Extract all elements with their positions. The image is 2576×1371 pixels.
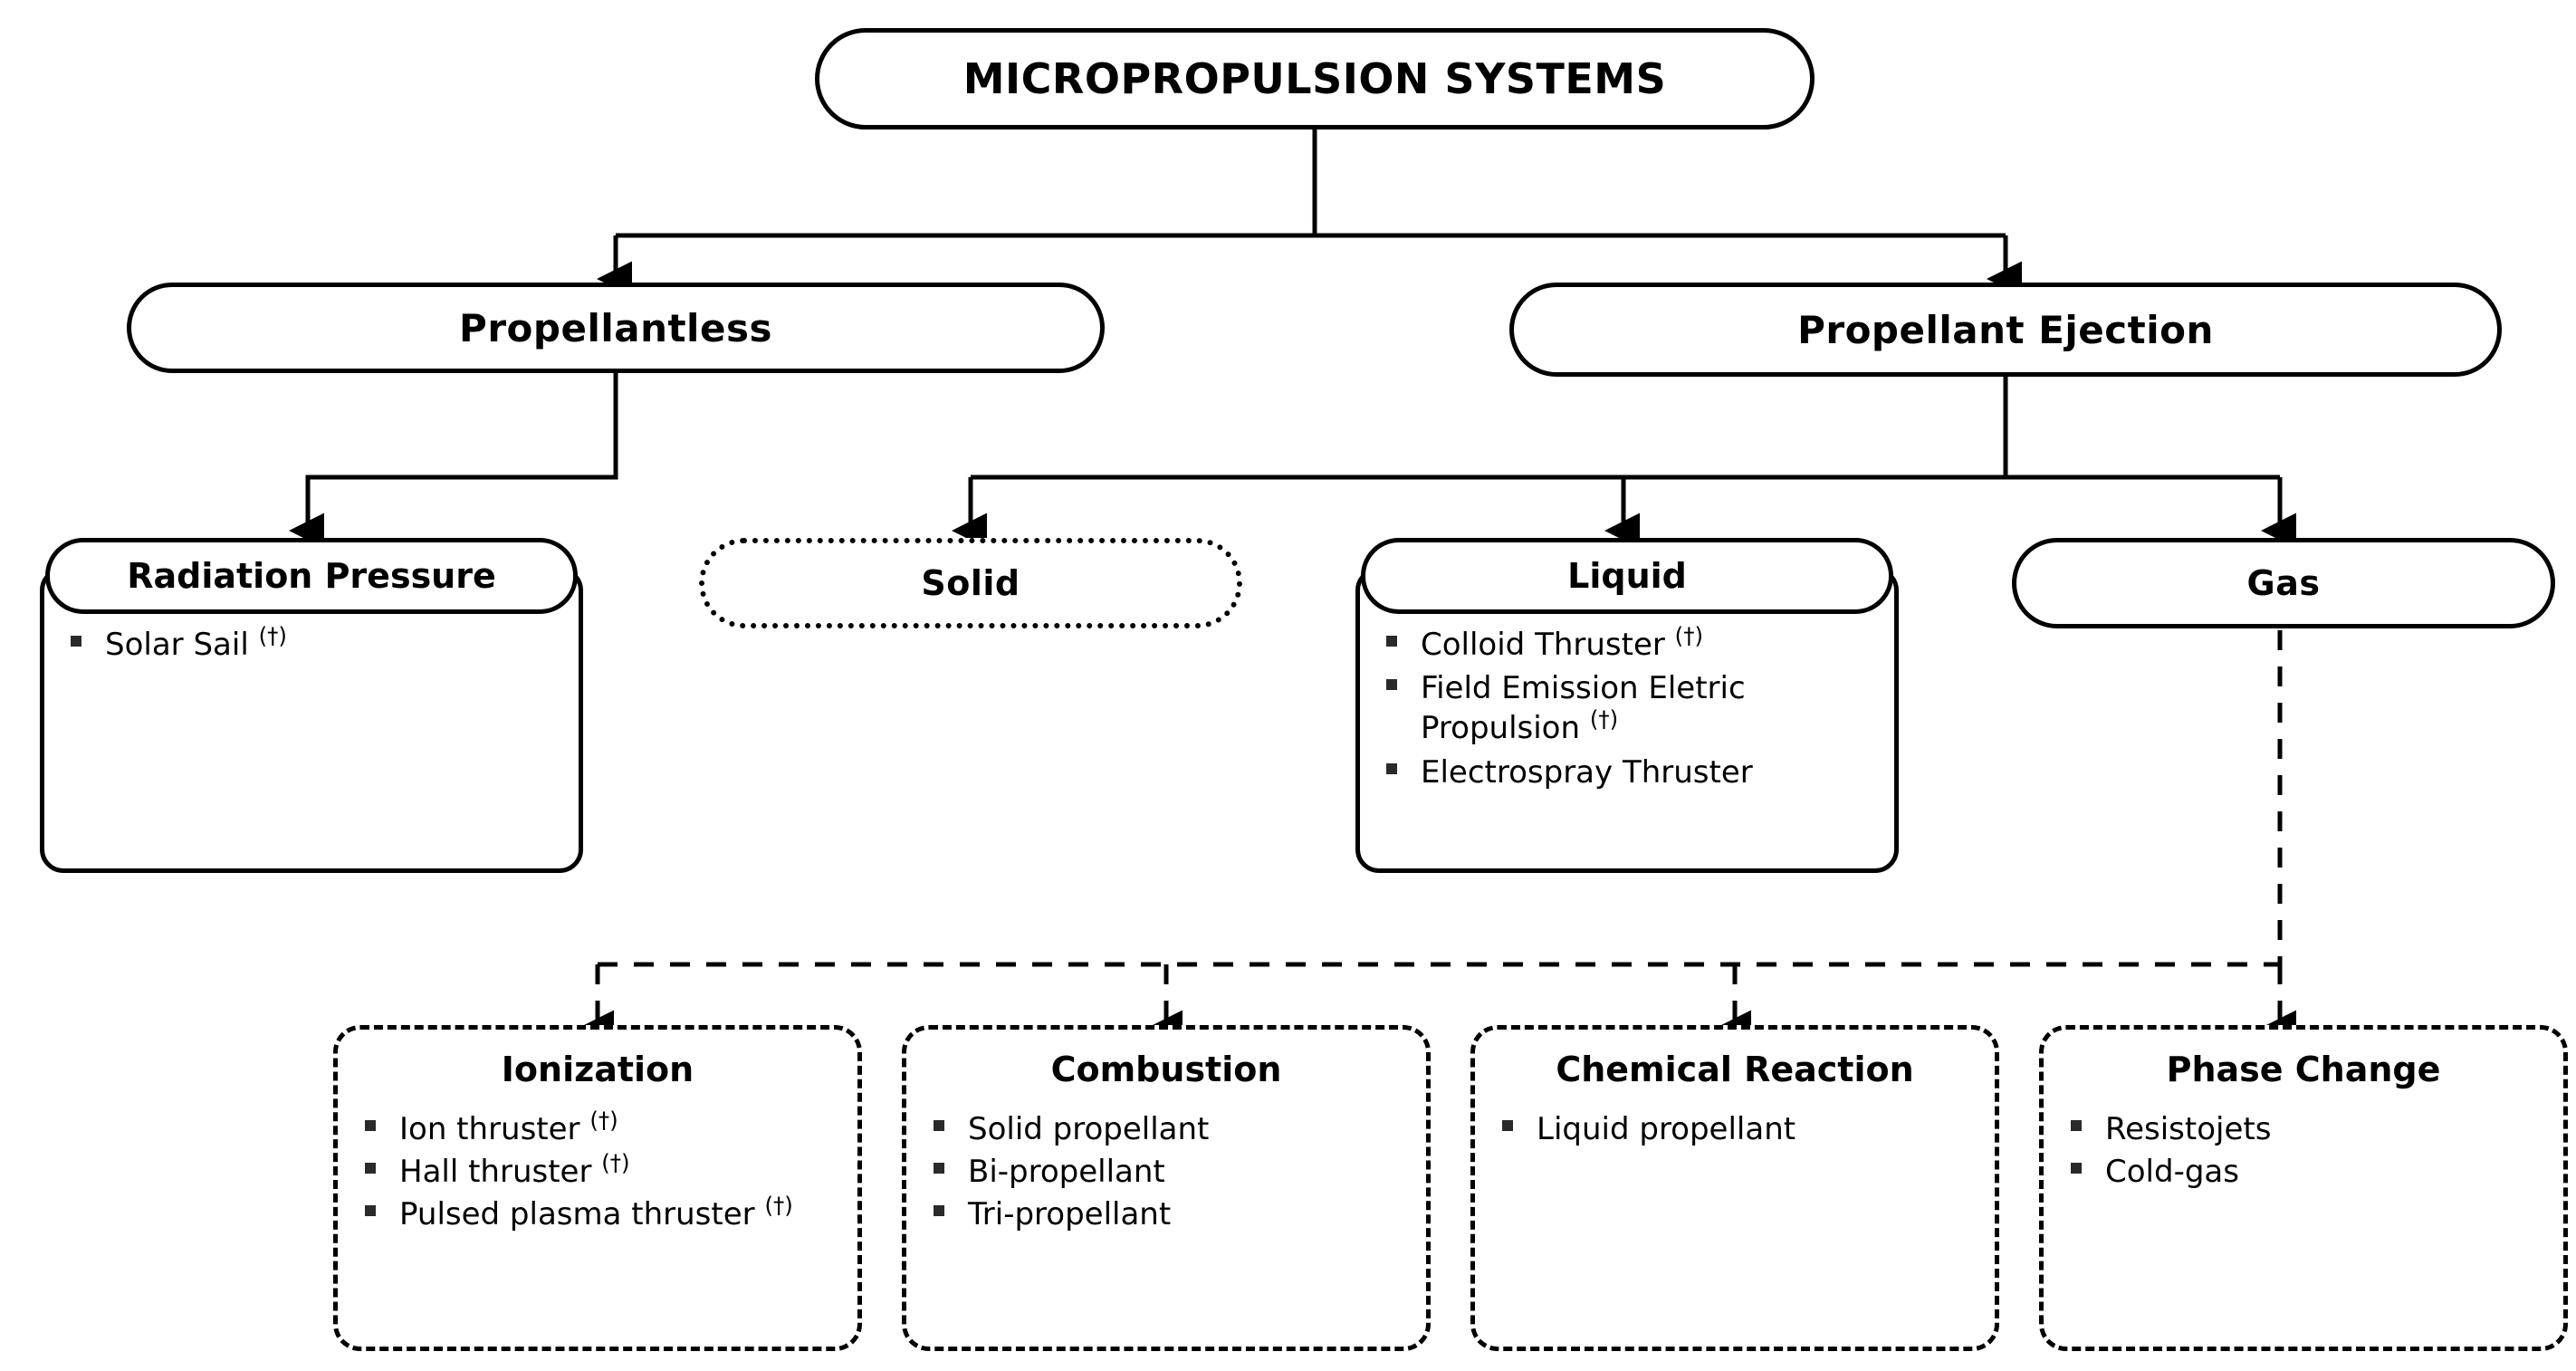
square-bullet-icon bbox=[1502, 1120, 1513, 1131]
square-bullet-icon bbox=[71, 636, 81, 647]
list-item-label: Field Emission Eletric Propulsion bbox=[1421, 670, 1746, 747]
node-label-propellant-ejection: Propellant Ejection bbox=[1797, 307, 2214, 352]
list-item: Resistojets bbox=[2071, 1109, 2547, 1149]
square-bullet-icon bbox=[2071, 1163, 2082, 1174]
radiation-pressure-item-list: Solar Sail (†) bbox=[40, 625, 583, 668]
square-bullet-icon bbox=[934, 1163, 944, 1174]
liquid-item-list: Colloid Thruster (†) Field Emission Elet… bbox=[1355, 625, 1899, 796]
square-bullet-icon bbox=[1386, 679, 1397, 691]
list-item: Bi-propellant bbox=[934, 1152, 1410, 1192]
node-label-liquid: Liquid bbox=[1567, 556, 1687, 596]
node-propellant-ejection[interactable]: Propellant Ejection bbox=[1509, 283, 2502, 377]
node-label-gas: Gas bbox=[2246, 563, 2321, 603]
node-micropropulsion-systems[interactable]: MICROPROPULSION SYSTEMS bbox=[815, 28, 1815, 129]
list-item: Colloid Thruster (†) bbox=[1386, 625, 1879, 665]
list-item: Solar Sail (†) bbox=[71, 625, 563, 665]
radiation-pressure-header: Radiation Pressure bbox=[45, 538, 578, 614]
dagger-marker: (†) bbox=[1589, 706, 1619, 733]
list-item-label: Hall thruster bbox=[399, 1154, 592, 1191]
list-item-label: Solar Sail bbox=[105, 627, 249, 663]
edge-propellantless-to-radiation-pressure bbox=[288, 373, 618, 549]
ionization-item-list: Ion thruster (†) Hall thruster (†) Pulse… bbox=[338, 1109, 857, 1235]
dagger-marker: (†) bbox=[589, 1107, 618, 1134]
list-item-label: Cold-gas bbox=[2105, 1154, 2239, 1191]
list-item: Pulsed plasma thruster (†) bbox=[365, 1194, 841, 1234]
square-bullet-icon bbox=[2071, 1120, 2082, 1131]
list-item-label: Colloid Thruster bbox=[1421, 627, 1665, 663]
list-item: Cold-gas bbox=[2071, 1152, 2547, 1192]
list-item-label: Tri-propellant bbox=[968, 1196, 1172, 1233]
node-label-ionization: Ionization bbox=[501, 1050, 694, 1089]
liquid-body bbox=[1355, 567, 1899, 873]
dagger-marker: (†) bbox=[601, 1149, 630, 1176]
node-label-root: MICROPROPULSION SYSTEMS bbox=[962, 54, 1667, 103]
node-gas[interactable]: Gas bbox=[2012, 538, 2555, 628]
list-item-label: Resistojets bbox=[2105, 1111, 2272, 1147]
node-liquid[interactable]: Liquid Colloid Thruster (†) Field Emissi… bbox=[1355, 538, 1899, 873]
square-bullet-icon bbox=[365, 1205, 376, 1217]
list-item-label: Bi-propellant bbox=[968, 1154, 1165, 1191]
list-item: Electrospray Thruster bbox=[1386, 753, 1879, 792]
list-item: Field Emission Eletric Propulsion (†) bbox=[1386, 668, 1879, 748]
square-bullet-icon bbox=[934, 1205, 944, 1217]
combustion-item-list: Solid propellant Bi-propellant Tri-prope… bbox=[906, 1109, 1426, 1235]
node-label-radiation-pressure: Radiation Pressure bbox=[127, 556, 496, 596]
node-radiation-pressure[interactable]: Radiation Pressure Solar Sail (†) bbox=[40, 538, 583, 873]
list-item-label: Pulsed plasma thruster bbox=[399, 1196, 755, 1233]
node-label-solid: Solid bbox=[921, 563, 1020, 603]
square-bullet-icon bbox=[1386, 762, 1397, 774]
node-ionization[interactable]: Ionization Ion thruster (†) Hall thruste… bbox=[333, 1025, 862, 1351]
dagger-marker: (†) bbox=[258, 622, 287, 649]
node-combustion[interactable]: Combustion Solid propellant Bi-propellan… bbox=[902, 1025, 1431, 1351]
dagger-marker: (†) bbox=[764, 1193, 793, 1220]
node-label-phase-change: Phase Change bbox=[2166, 1050, 2441, 1089]
node-label-combustion: Combustion bbox=[1050, 1050, 1282, 1089]
phase-change-item-list: Resistojets Cold-gas bbox=[2044, 1109, 2563, 1192]
square-bullet-icon bbox=[934, 1120, 944, 1131]
chemical-reaction-item-list: Liquid propellant bbox=[1475, 1109, 1995, 1149]
node-label-chemical-reaction: Chemical Reaction bbox=[1556, 1050, 1914, 1089]
liquid-header: Liquid bbox=[1361, 538, 1893, 614]
list-item: Liquid propellant bbox=[1502, 1109, 1978, 1149]
list-item: Tri-propellant bbox=[934, 1194, 1410, 1234]
list-item: Solid propellant bbox=[934, 1109, 1410, 1149]
square-bullet-icon bbox=[365, 1120, 376, 1131]
node-solid[interactable]: Solid bbox=[699, 538, 1242, 628]
list-item-label: Liquid propellant bbox=[1537, 1111, 1796, 1147]
list-item-label: Solid propellant bbox=[968, 1111, 1210, 1147]
square-bullet-icon bbox=[365, 1163, 376, 1174]
list-item-label: Electrospray Thruster bbox=[1421, 753, 1753, 791]
list-item: Ion thruster (†) bbox=[365, 1109, 841, 1149]
dagger-marker: (†) bbox=[1674, 622, 1703, 649]
square-bullet-icon bbox=[1386, 636, 1397, 647]
list-item-label: Ion thruster bbox=[399, 1111, 580, 1147]
node-propellantless[interactable]: Propellantless bbox=[127, 283, 1105, 373]
node-chemical-reaction[interactable]: Chemical Reaction Liquid propellant bbox=[1470, 1025, 1999, 1351]
node-phase-change[interactable]: Phase Change Resistojets Cold-gas bbox=[2039, 1025, 2568, 1351]
list-item: Hall thruster (†) bbox=[365, 1152, 841, 1192]
node-label-propellantless: Propellantless bbox=[459, 305, 772, 350]
